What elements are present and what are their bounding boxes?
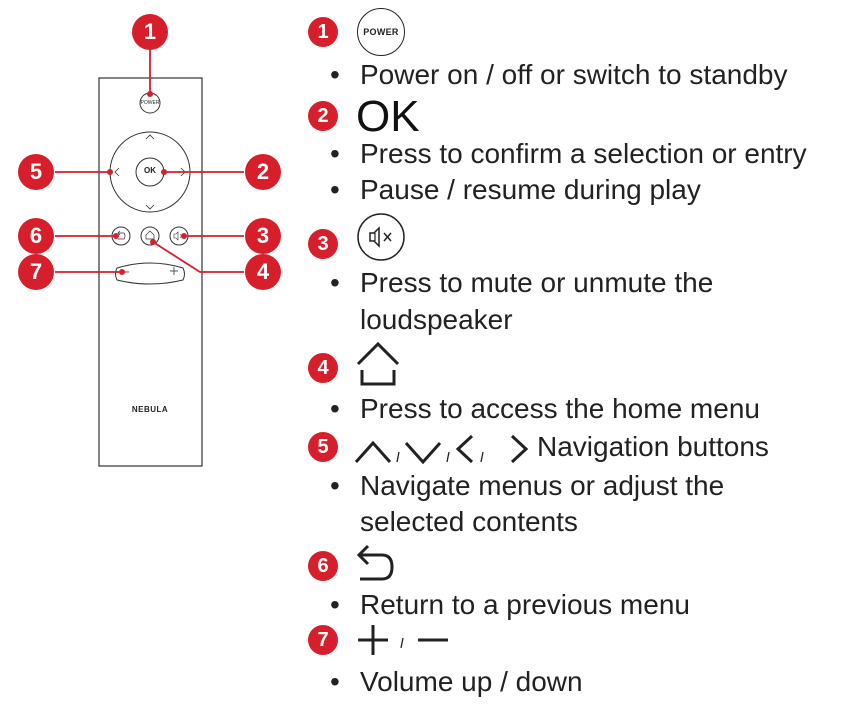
callout-badge-6: 6	[18, 218, 54, 254]
remote-ok-label: OK	[144, 166, 156, 175]
plus-minus-icon	[358, 625, 448, 655]
callout-badge-4: 4	[245, 254, 281, 290]
legend-item-7-bullet: • Volume up / down	[330, 664, 583, 700]
callout-badge-3: 3	[245, 218, 281, 254]
legend-number-3: 3	[308, 229, 338, 259]
remote-power-label: POWER	[140, 100, 160, 106]
legend-number-2: 2	[308, 101, 338, 131]
remote-drawing	[55, 48, 244, 467]
bullet-char: •	[330, 174, 340, 205]
callout-badge-7: 7	[18, 254, 54, 290]
legend-item-7-text: Volume up / down	[360, 666, 583, 697]
bullet-char: •	[330, 59, 340, 90]
dpad-up-chevron	[145, 134, 155, 140]
legend-item-1-text: Power on / off or switch to standby	[360, 59, 788, 90]
bullet-char: •	[330, 267, 340, 298]
home-icon	[356, 341, 400, 386]
legend-item-5-text-1: Navigate menus or adjust the	[360, 470, 725, 501]
legend-number-4: 4	[308, 353, 338, 383]
remote-diagram: POWER OK NEBULA 1 2 3 4 5 6 7	[0, 0, 300, 704]
legend-item-3-bullet: • Press to mute or unmute the	[330, 265, 713, 301]
remote-home-button	[140, 226, 160, 246]
callout-badge-1: 1	[132, 14, 168, 50]
legend-item-6-bullet: • Return to a previous menu	[330, 587, 690, 623]
bullet-char: •	[330, 138, 340, 169]
legend-number-7: 7	[308, 625, 338, 655]
legend-item-3-text-2: loudspeaker	[360, 304, 513, 335]
bullet-char: •	[330, 666, 340, 697]
callout-badge-5: 5	[18, 154, 54, 190]
legend-item-3-text-1: Press to mute or unmute the	[360, 267, 714, 298]
legend-item-1-bullet: • Power on / off or switch to standby	[330, 57, 787, 93]
legend-item-2-text-1: Press to confirm a selection or entry	[360, 138, 807, 169]
bullet-char: •	[330, 589, 340, 620]
legend-number-5: 5	[308, 432, 338, 462]
mute-speaker-icon	[357, 213, 405, 261]
legend-item-2-text-2: Pause / resume during play	[360, 174, 701, 205]
legend-item-4-bullet: • Press to access the home menu	[330, 391, 760, 427]
bullet-char: •	[330, 470, 340, 501]
legend-number-6: 6	[308, 551, 338, 581]
legend-item-5-text-2: selected contents	[360, 506, 578, 537]
legend-number-1: 1	[308, 17, 338, 47]
navigation-arrows-icon	[354, 434, 529, 465]
legend-ok-title: OK	[356, 92, 420, 141]
legend-item-4-text: Press to access the home menu	[360, 393, 760, 424]
legend-item-2-bullet-2: • Pause / resume during play	[330, 172, 701, 208]
remote-brand-label: NEBULA	[131, 405, 169, 414]
legend-item-6-text: Return to a previous menu	[360, 589, 690, 620]
power-button-icon: POWER	[357, 8, 405, 56]
bullet-char: •	[330, 393, 340, 424]
legend-item-2-bullet-1: • Press to confirm a selection or entry	[330, 136, 807, 172]
legend-item-5-bullet: • Navigate menus or adjust the	[330, 468, 724, 504]
dpad-left-chevron	[114, 167, 120, 177]
remote-volume-rocker	[115, 262, 185, 285]
back-icon	[356, 544, 394, 581]
dpad-down-chevron	[145, 204, 155, 210]
legend-navigation-title: Navigation buttons	[537, 431, 769, 462]
callout-badge-2: 2	[245, 154, 281, 190]
